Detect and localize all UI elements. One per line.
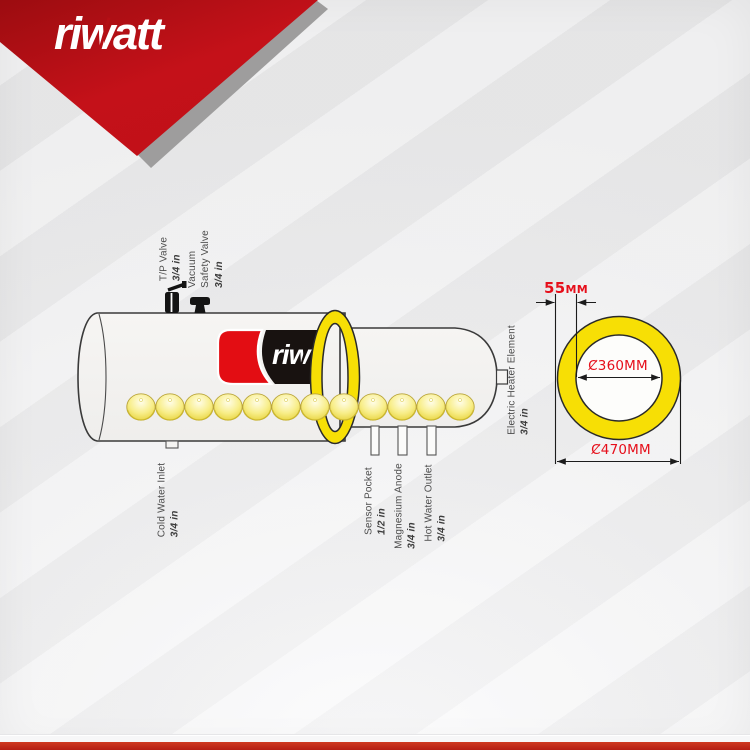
magnesium-anode-pipe	[397, 425, 408, 456]
label-text: Sensor Pocket	[363, 467, 375, 535]
dimension-outer-diameter: Ȼ470MM	[591, 442, 651, 458]
dimension-unit: MM	[565, 283, 588, 296]
banner-ribbon	[0, 0, 318, 156]
vacuum-tube-port	[387, 393, 417, 421]
vacuum-tube-port	[445, 393, 475, 421]
vacuum-tube-port	[184, 393, 214, 421]
vacuum-tube-port	[126, 393, 156, 421]
tank-label-black	[261, 330, 318, 384]
cold-water-inlet-port	[165, 440, 179, 449]
dimension-insulation-thickness: 55MM	[544, 279, 588, 297]
sensor-pocket-pipe	[370, 425, 380, 456]
label-text: Safety Valve	[200, 230, 212, 288]
vacuum-tube-port	[213, 393, 243, 421]
label-size: 3/4 in	[407, 522, 418, 549]
label-size: 3/4 in	[213, 261, 225, 288]
label-size: 3/4 in	[172, 254, 183, 282]
footer-light-band	[0, 734, 750, 742]
tp-valve-fitting	[165, 281, 187, 313]
label-sensor-pocket: Sensor Pocket 1/2 in	[363, 467, 390, 535]
vacuum-tube-port	[358, 393, 388, 421]
outer-tank-cap-seam	[98, 313, 107, 441]
vacuum-tube-port	[155, 393, 185, 421]
label-tp-valve: T/P Valve 3/4 in	[158, 237, 185, 281]
dimension-lines	[536, 294, 682, 465]
label-text: Cold Water Inlet	[156, 462, 168, 538]
label-size: 3/4 in	[170, 510, 181, 538]
label-vacuum-safety-valve: Vacuum Safety Valve 3/4 in	[186, 230, 226, 288]
footer-red-bar	[0, 742, 750, 750]
vacuum-tube-port	[300, 393, 330, 421]
label-size: 3/4 in	[437, 514, 448, 542]
label-text: Hot Water Outlet	[423, 464, 435, 542]
label-text: Electric Heater Element	[506, 325, 518, 435]
vacuum-tube-port	[329, 393, 359, 421]
label-magnesium-anode: Magnesium Anode 3/4 in	[393, 463, 420, 549]
vacuum-tube-port	[416, 393, 446, 421]
label-text: Vacuum	[186, 250, 198, 288]
dimension-inner-diameter: Ȼ360MM	[588, 358, 648, 374]
tank-label-red	[216, 328, 274, 386]
vacuum-tube-port	[271, 393, 301, 421]
label-electric-heater-element: Electric Heater Element 3/4 in	[506, 325, 533, 435]
label-size: 1/2 in	[377, 508, 388, 535]
hot-water-outlet-pipe	[426, 425, 437, 456]
banner-shadow	[136, 0, 328, 168]
brand-banner	[0, 0, 328, 168]
vacuum-safety-valve-fitting	[190, 297, 210, 313]
label-size: 3/4 in	[520, 408, 531, 435]
label-cold-water-inlet: Cold Water Inlet 3/4 in	[156, 463, 183, 538]
electric-heater-port	[495, 369, 509, 385]
label-text: Magnesium Anode	[393, 463, 405, 549]
label-hot-water-outlet: Hot Water Outlet 3/4 in	[423, 464, 450, 541]
label-text: T/P Valve	[158, 236, 170, 282]
vacuum-tube-port	[242, 393, 272, 421]
dimension-value: 55	[544, 279, 566, 297]
